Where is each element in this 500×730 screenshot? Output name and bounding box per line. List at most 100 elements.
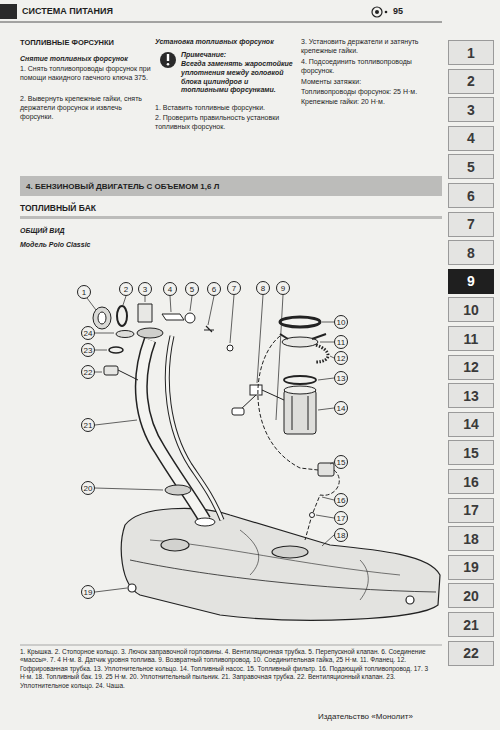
callout-number: 20: [81, 481, 96, 496]
subheading: ОБЩИЙ ВИД: [20, 227, 220, 236]
callout-number: 11: [337, 338, 345, 347]
tab-number: 6: [467, 188, 475, 204]
callout-number: 8: [261, 284, 265, 293]
tab-number: 8: [467, 245, 475, 261]
callout-number: 4: [163, 282, 177, 296]
callout-number: 14: [334, 401, 349, 416]
callout-number: 9: [276, 281, 290, 295]
tab-number: 9: [467, 273, 475, 289]
callout-number: 18: [334, 528, 349, 543]
vent-valve: [104, 331, 138, 381]
publisher: Издательство «Монолит»: [318, 712, 442, 722]
subheading: Снятие топливных форсунок: [20, 55, 152, 64]
callout-number: 7: [227, 281, 241, 295]
chapter-tab: 16: [448, 469, 494, 494]
chapter-tab: 22: [448, 641, 494, 666]
callout-number: 23: [81, 343, 96, 358]
tab-number: 17: [463, 502, 479, 518]
callout-number: 23: [84, 346, 93, 355]
body-text: Топливопроводы форсунок: 25 Н·м.: [301, 88, 441, 97]
callout-number: 22: [84, 368, 93, 377]
tab-number: 7: [467, 216, 475, 232]
section-heading: ТОПЛИВНЫЕ ФОРСУНКИ: [20, 38, 152, 47]
tab-number: 18: [463, 531, 479, 547]
callout-number: 16: [334, 493, 349, 508]
chapter-tab: 21: [448, 612, 494, 637]
page-number: 95: [393, 6, 433, 17]
caption-rule: [20, 645, 442, 646]
callout-number: 16: [337, 496, 346, 505]
callout-number: 19: [81, 585, 96, 600]
body-text: 1. Вставить топливные форсунки.: [155, 104, 297, 113]
callout-number: 10: [337, 318, 346, 327]
chapter-tab: 2: [448, 69, 494, 94]
callout-number: 17: [334, 511, 349, 526]
note-text: Всегда заменять жаростойкие уплотнения м…: [181, 60, 297, 95]
tab-number: 3: [467, 102, 475, 118]
page-icon: [372, 7, 382, 17]
chapter-tab: 15: [448, 440, 494, 465]
body-text: 1. Снять топливопроводы форсунок при пом…: [20, 65, 152, 83]
filler-cap: [93, 304, 233, 351]
tab-number: 21: [463, 617, 479, 633]
chapter-tab: 7: [448, 212, 494, 237]
callout-number: 15: [334, 455, 349, 470]
tab-number: 15: [463, 445, 479, 461]
chapter-tab: 17: [448, 498, 494, 523]
callout-number: 11: [334, 335, 348, 349]
body-text: 4. Подсоединить топливопроводы форсунок.: [301, 58, 441, 76]
callout-number: 12: [334, 351, 349, 366]
body-text: 2. Вывернуть крепежные гайки, снять держ…: [20, 95, 152, 121]
callout-number: 13: [334, 371, 349, 386]
section-heading: ТОПЛИВНЫЙ БАК: [20, 203, 220, 214]
chapter-tab: 1: [448, 40, 494, 65]
band-heading: 4. БЕНЗИНОВЫЙ ДВИГАТЕЛЬ С ОБЪЕМОМ 1,6 Л: [26, 182, 219, 191]
figure-caption: 1. Крышка. 2. Стопорное кольцо. 3. Лючок…: [20, 648, 442, 690]
chapter-tab: 5: [448, 154, 494, 179]
tab-number: 19: [463, 559, 479, 575]
tab-number: 1: [467, 45, 475, 61]
tab-number: 22: [463, 645, 479, 661]
callout-number: 3: [143, 285, 147, 294]
subheading: Модель Polo Classic: [20, 241, 220, 250]
page-header: СИСТЕМА ПИТАНИЯ: [22, 6, 113, 17]
callout-number: 2: [119, 282, 133, 296]
callout-number: 8: [256, 281, 270, 295]
filler-tube: [141, 336, 222, 526]
callout-number: 20: [84, 484, 93, 493]
chapter-tab: 4: [448, 126, 494, 151]
callout-number: 14: [337, 404, 346, 413]
header-rule: [0, 22, 442, 23]
chapter-tab: 6: [448, 183, 494, 208]
callout-number: 4: [168, 285, 172, 294]
callout-number: 6: [207, 282, 221, 296]
callout-number: 6: [212, 285, 216, 294]
callout-number: 5: [185, 282, 199, 296]
callout-number: 12: [337, 354, 346, 363]
page-dot: [385, 11, 388, 14]
section-rule: [20, 216, 442, 219]
chapter-tab: 3: [448, 97, 494, 122]
callout-number: 17: [337, 514, 346, 523]
header-mark: [0, 4, 17, 19]
callout-number: 9: [281, 284, 285, 293]
note-icon: [160, 52, 176, 68]
callout-number: 21: [84, 421, 93, 430]
tab-number: 14: [463, 416, 479, 432]
chapter-tab: 13: [448, 383, 494, 408]
tab-number: 5: [467, 159, 475, 175]
chapter-tab: 10: [448, 297, 494, 322]
subheading: Установка топливных форсунок: [155, 38, 297, 47]
chapter-tab: 14: [448, 412, 494, 437]
callout-number: 13: [337, 374, 346, 383]
page-icon: [375, 10, 379, 14]
chapter-tab: 9: [448, 269, 494, 294]
chapter-tab: 11: [448, 326, 494, 351]
fuel-lines: [258, 336, 339, 540]
callout-number: 22: [81, 365, 96, 380]
callout-number: 18: [337, 531, 346, 540]
callout-number: 2: [124, 285, 128, 294]
tab-number: 20: [463, 588, 479, 604]
leader-lines: [87, 295, 334, 592]
note-heading: Примечание:: [181, 51, 297, 60]
